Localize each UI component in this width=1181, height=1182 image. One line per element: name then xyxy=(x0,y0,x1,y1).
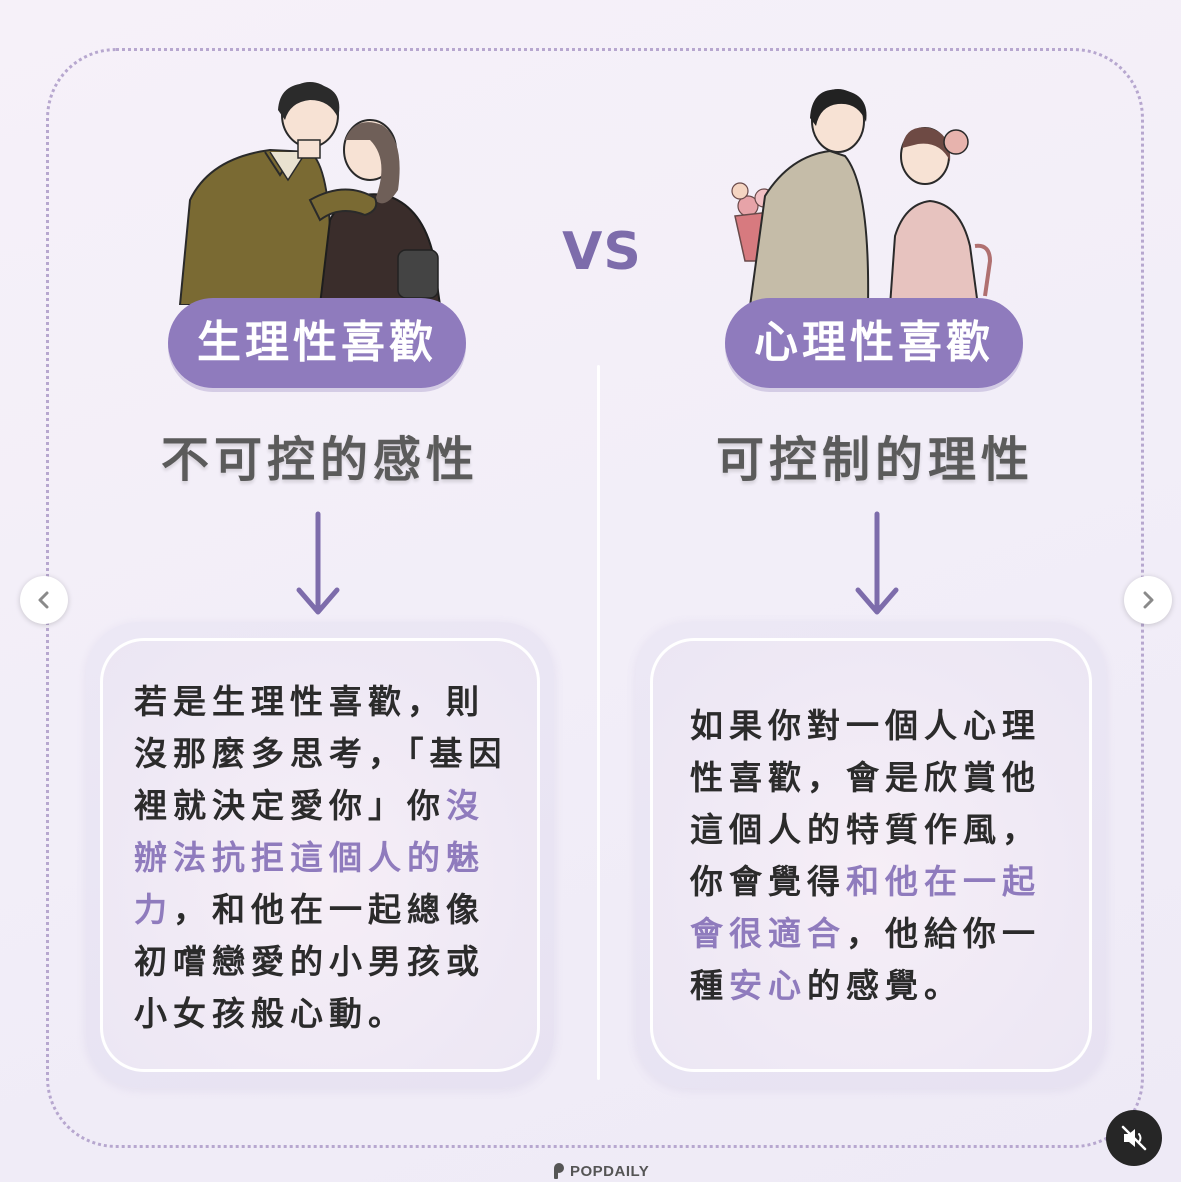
highlighted-text: 和他在一起會很適合 xyxy=(690,862,1041,953)
mute-toggle-button[interactable] xyxy=(1106,1110,1162,1166)
vs-label: VS xyxy=(562,222,642,282)
description-text-left: 若是生理性喜歡，則沒那麼多思考，「基因裡就決定愛你」你沒辦法抗拒這個人的魅力，和… xyxy=(134,676,514,1040)
brand-name: POPDAILY xyxy=(570,1162,650,1180)
speaker-muted-icon xyxy=(1121,1125,1147,1151)
subtitle-left: 不可控的感性 xyxy=(160,432,479,488)
text-segment: ，他給你一種 xyxy=(690,914,1041,1005)
highlighted-text: 沒辦法抗拒這個人的魅力 xyxy=(134,786,485,929)
chevron-left-icon xyxy=(38,591,49,609)
previous-slide-button[interactable] xyxy=(20,576,68,624)
next-slide-button[interactable] xyxy=(1124,576,1172,624)
highlighted-text: 安心 xyxy=(729,966,807,1005)
title-pill-physiological: 生理性喜歡 xyxy=(168,298,466,388)
text-segment: 若是生理性喜歡，則沒那麼多思考，「基因裡就決定愛你」你 xyxy=(134,682,508,825)
couple-illustration-right xyxy=(731,89,993,306)
popdaily-logo-icon xyxy=(554,1163,564,1179)
chevron-right-icon xyxy=(1143,591,1154,609)
title-pill-psychological: 心理性喜歡 xyxy=(725,298,1023,388)
description-card-left xyxy=(86,622,554,1088)
text-segment: ，和他在一起總像初嚐戀愛的小男孩或小女孩般心動。 xyxy=(134,890,485,1033)
description-card-right xyxy=(636,622,1106,1088)
text-segment: 的感覺。 xyxy=(807,966,963,1005)
down-arrow-icon xyxy=(855,511,899,615)
brand-watermark: POPDAILY xyxy=(552,1160,649,1182)
description-text-right: 如果你對一個人心理性喜歡，會是欣賞他這個人的特質作風，你會覺得和他在一起會很適合… xyxy=(690,700,1070,1012)
text-segment: 如果你對一個人心理性喜歡，會是欣賞他這個人的特質作風，你會覺得 xyxy=(690,706,1041,901)
couple-illustration-left xyxy=(178,82,442,305)
down-arrow-icon xyxy=(296,511,340,615)
center-divider xyxy=(597,365,600,1080)
subtitle-right: 可控制的理性 xyxy=(715,432,1034,488)
